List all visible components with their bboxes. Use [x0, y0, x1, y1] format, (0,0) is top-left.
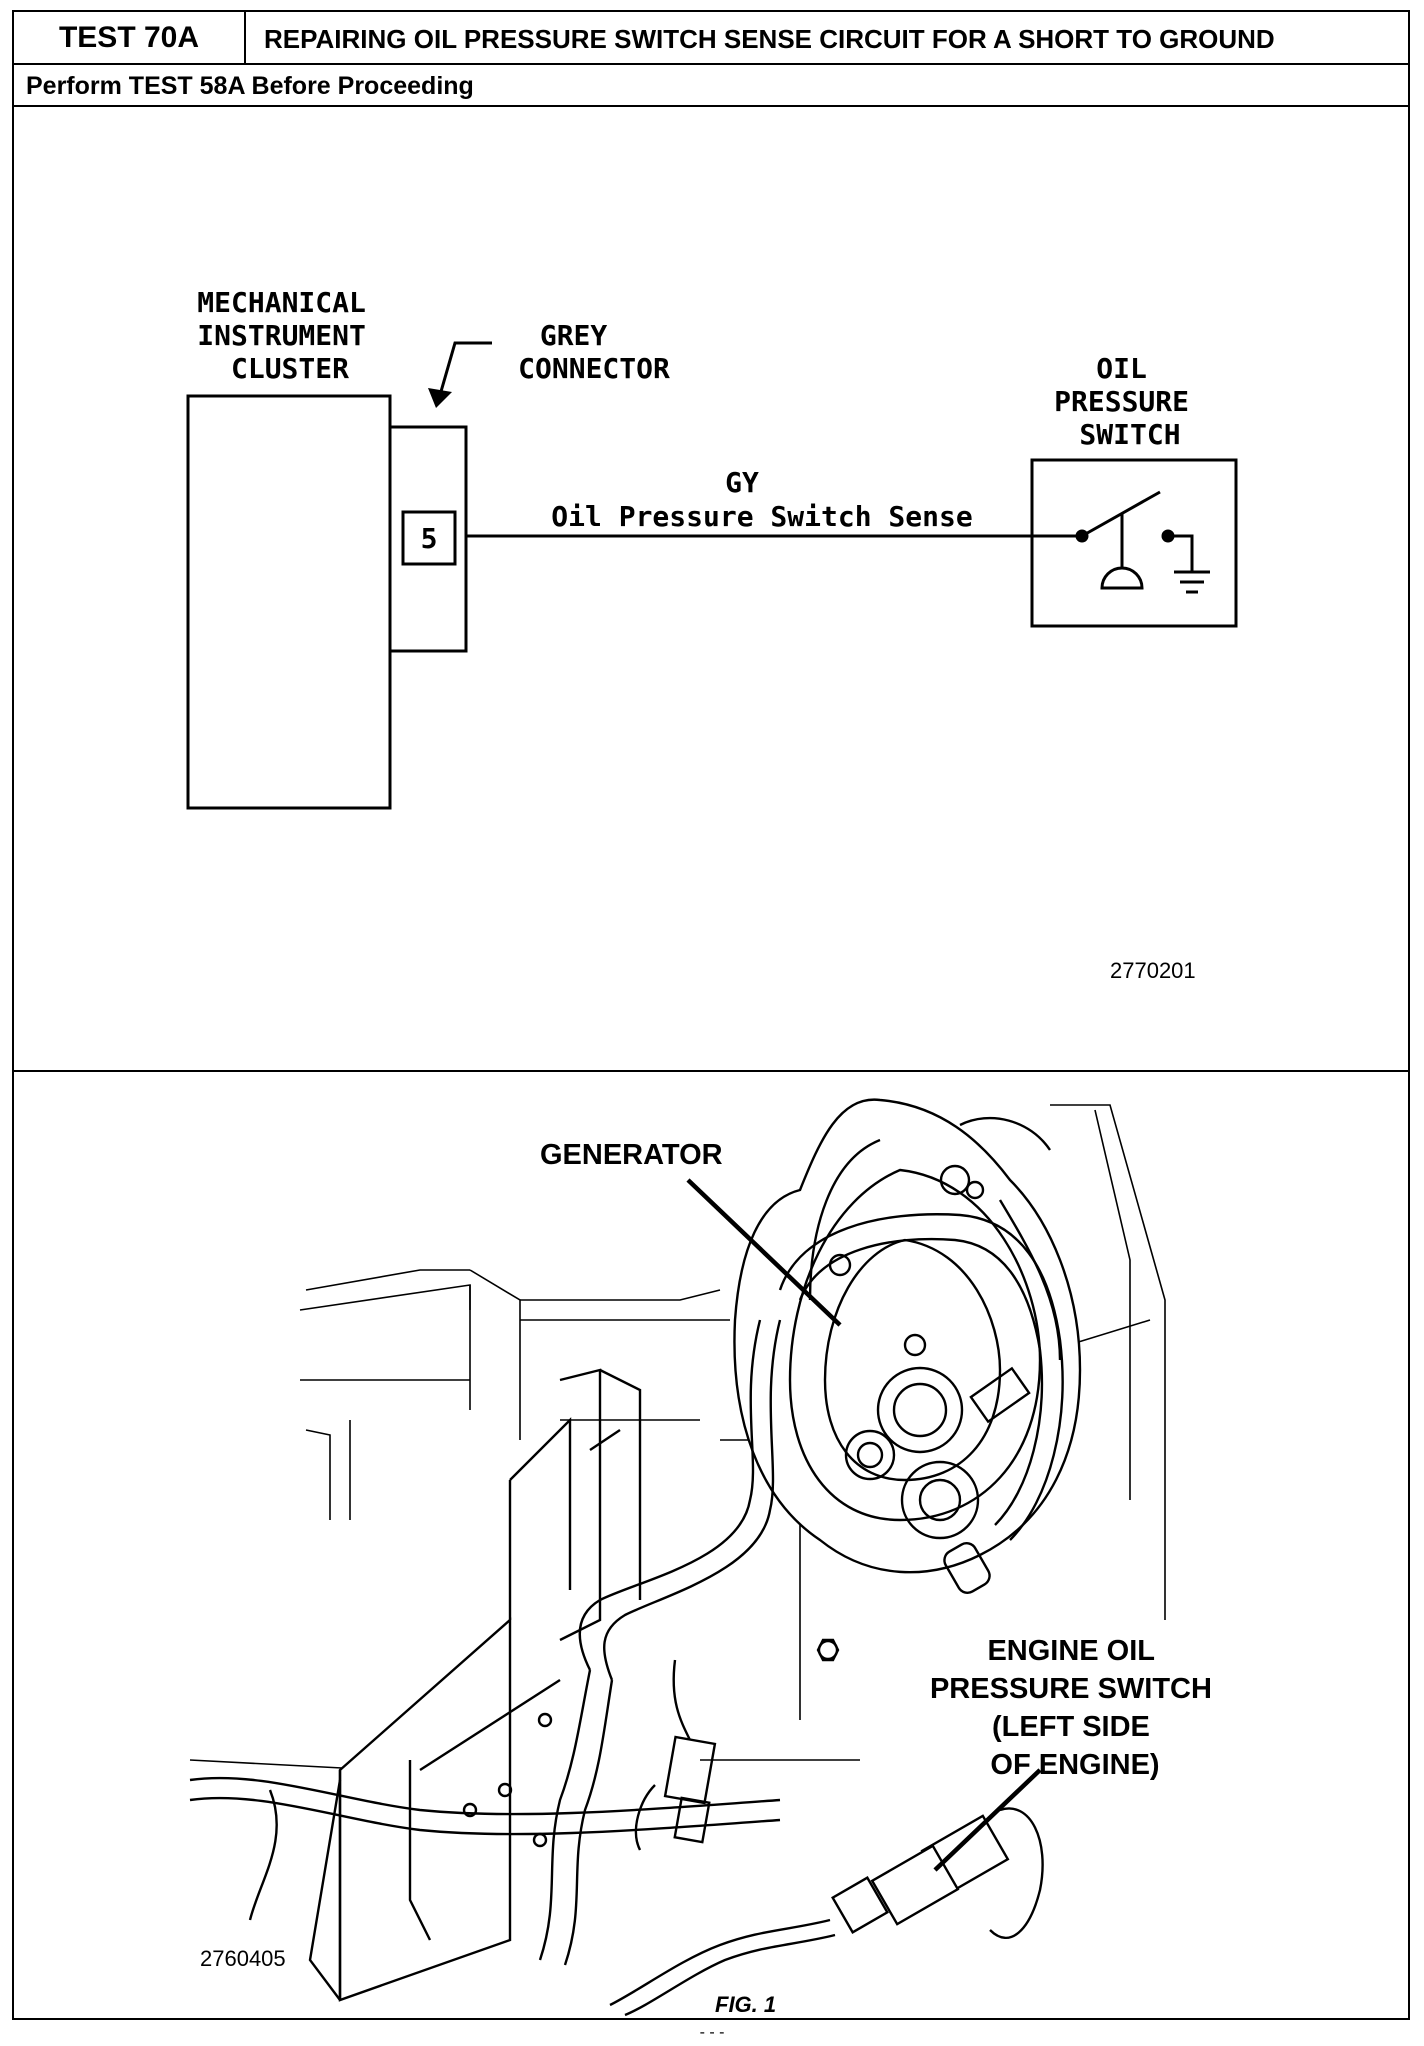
generator-leader-line — [686, 1178, 842, 1327]
title-row: TEST 70A REPAIRING OIL PRESSURE SWITCH S… — [14, 12, 1408, 65]
generator — [733, 1098, 1082, 1574]
procedure-frame: TEST 70A REPAIRING OIL PRESSURE SWITCH S… — [12, 10, 1410, 2020]
cluster-label: MECHANICAL INSTRUMENT CLUSTER — [197, 286, 382, 385]
grey-connector-body — [388, 425, 468, 653]
generator-harness — [578, 1213, 1064, 1681]
connector-arrow-icon — [428, 388, 452, 408]
switch-symbol — [1075, 490, 1210, 594]
instrument-cluster-box — [186, 394, 392, 810]
engine-illustration — [189, 1098, 1166, 2017]
switch-label: OIL PRESSURE SWITCH — [1054, 352, 1206, 451]
panel-divider — [14, 1070, 1408, 1072]
switch-callout: ENGINE OIL PRESSURE SWITCH (LEFT SIDE OF… — [930, 1635, 1220, 1781]
connector-pin-number: 5 — [421, 522, 438, 555]
schematic-figure-id: 2770201 — [1110, 958, 1196, 983]
switch-leader-line — [933, 1768, 1042, 1872]
prerequisite-note: Perform TEST 58A Before Proceeding — [26, 72, 474, 100]
connector-label: GREY CONNECTOR — [518, 319, 670, 385]
test-id: TEST 70A — [14, 12, 246, 63]
connector-pin-box — [401, 510, 457, 566]
connector-leader-line — [438, 341, 492, 396]
wire-color-label: GY — [725, 466, 759, 499]
wiring-schematic: MECHANICAL INSTRUMENT CLUSTER 5 GREY CON… — [186, 286, 1238, 983]
page-mark: - - - — [699, 2024, 725, 2041]
lower-harness — [189, 1659, 781, 1966]
figure-caption: FIG. 1 — [715, 1992, 776, 2017]
prerequisite-row: Perform TEST 58A Before Proceeding — [14, 65, 1408, 107]
oil-pressure-switch-box — [1030, 458, 1238, 628]
wire-name-label: Oil Pressure Switch Sense — [551, 500, 972, 533]
illustration-figure-id: 2760405 — [200, 1946, 286, 1971]
engine-oil-pressure-switch — [609, 1807, 1044, 2017]
generator-label: GENERATOR — [540, 1139, 723, 1171]
test-title: REPAIRING OIL PRESSURE SWITCH SENSE CIRC… — [264, 24, 1275, 54]
bracket — [308, 1368, 642, 2002]
